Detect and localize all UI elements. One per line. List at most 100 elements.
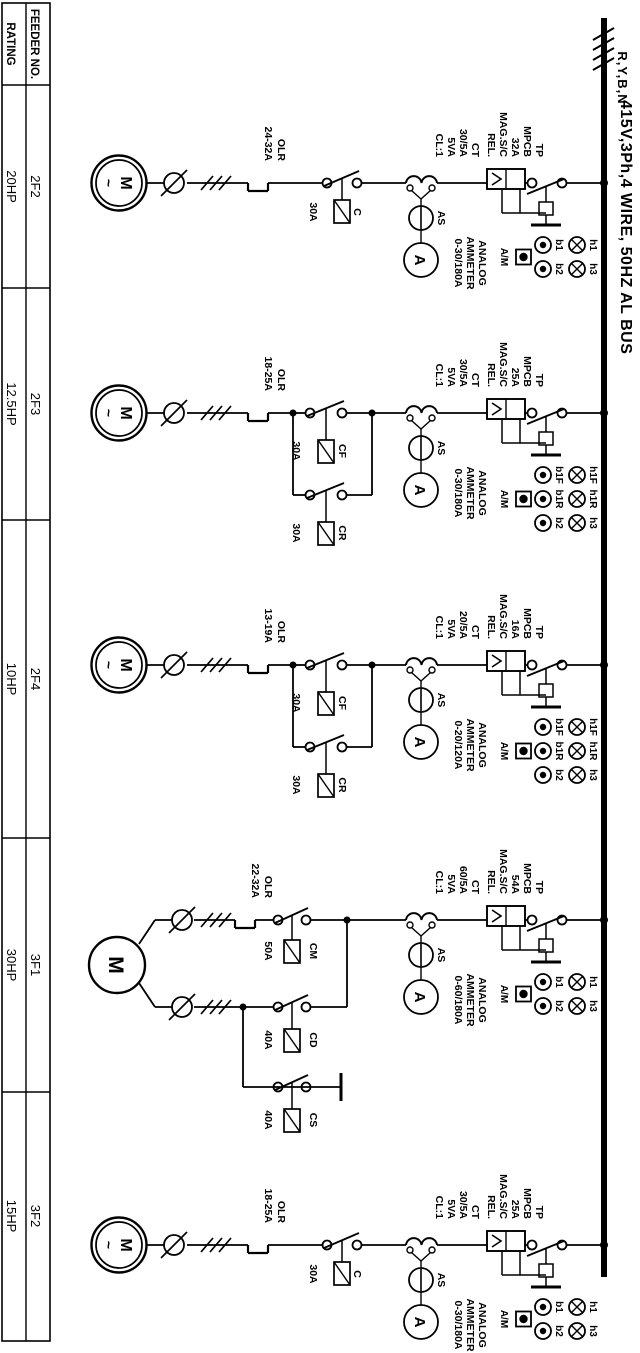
three-phase-slash [200,657,214,673]
mpcb-label: 54A [509,875,521,895]
mpcb-terminal [526,1239,538,1251]
lamp-label: h1 [587,239,598,251]
ct-icon [405,912,438,921]
pushbutton-label: b1F [553,718,564,736]
three-phase-slash [218,175,232,191]
pushbutton-icon [534,742,552,760]
three-phase-slash [209,912,223,928]
lamp-cross [571,469,583,481]
ct-secondary-wire [411,419,422,430]
incomer-hatch [592,47,615,61]
ammeter-label: ANALOG [476,1302,488,1348]
contactor-box-diagonal [283,1108,301,1133]
mpcb-label: TP [533,144,545,157]
contactor-box-diagonal [333,199,351,224]
indicator-lamp-icon [568,466,586,484]
olr-label: 18-25A [262,1189,274,1224]
pushbutton-dot [539,471,547,479]
motor-icon-inner [95,159,143,207]
contactor-terminal [300,1081,312,1093]
mpcb-label: MAG.S/C [497,1174,509,1219]
contactor-rating: 30A [307,1264,319,1284]
ammeter-letter: A [411,485,428,496]
motor-letter: M [104,956,127,974]
lamp-cross [571,1325,583,1337]
ct-secondary-wire [411,189,422,200]
pushbutton-label: b1R [553,742,564,762]
bus-label: 415V,3Ph,4 WIRE, 50HZ AL BUS [617,100,634,354]
ammeter-icon [403,979,439,1015]
lamp-label: h1R [587,490,598,510]
contactor-rating: 30A [290,523,302,543]
pushbutton-dot [539,978,547,986]
pushbutton-dot [539,495,547,503]
pushbutton-icon [534,973,552,991]
three-phase-slash [200,175,214,191]
three-phase-slash [200,1237,214,1253]
mpcb-release-icon [491,1234,503,1248]
motor-lead [138,919,156,945]
table-feeder-rating: 10HP [4,663,19,696]
ct-icon [405,657,438,666]
mpcb-label: MAG.S/C [497,849,509,894]
three-phase-slash [209,175,223,191]
ammeter-label: 0-30/180A [452,1300,464,1349]
contactor-box-diagonal [283,1028,301,1053]
mpcb-label: TP [533,1206,545,1219]
mpcb-label: 16A [509,620,521,640]
three-phase-slash [209,405,223,421]
switch-blade [306,734,345,751]
pushbutton-dot [539,771,547,779]
contactor-rating: 50A [262,941,274,961]
three-phase-slash [218,657,232,673]
table-feeder-no: 3F1 [28,954,43,976]
ct-label: 20/5A [457,611,469,639]
motor-icon [87,935,147,995]
three-phase-slash [209,657,223,673]
ct-terminal [428,414,436,422]
pushbutton-label: b1R [553,490,564,510]
switch-blade [306,400,345,417]
indicator-lamp-icon [568,718,586,736]
pushbutton-dot [539,519,547,527]
table-feeder-rating: 15HP [4,1200,19,1233]
ct-label: CT [469,1205,481,1220]
ct-secondary-wire [420,419,431,430]
contactor-box-diagonal [317,691,335,716]
lamp-cross [571,976,583,988]
switch-blade [274,1074,309,1091]
mpcb-label: MAG.S/C [497,342,509,387]
contactor-rating: 40A [262,1110,274,1130]
pushbutton-icon [534,466,552,484]
pushbutton-icon [534,1298,552,1316]
switch-blade [323,1232,360,1249]
three-phase-slash [218,405,232,421]
contactor-terminal [336,659,348,671]
pushbutton-icon [534,236,552,254]
motor-letter: M [117,658,134,671]
switch-blade [274,994,309,1011]
ammeter-label: AMMETER [464,718,476,771]
motor-icon-inner [95,389,143,437]
lamp-label: h3 [587,1325,598,1337]
incomer-hatch [592,37,615,51]
mpcb-label: REL. [485,363,497,387]
lamp-cross [571,721,583,733]
contactor-name: C [351,208,363,216]
pushbutton-icon [534,260,552,278]
motor-icon [90,384,148,442]
ammeter-icon [403,242,439,278]
contactor-box-diagonal [333,1261,351,1286]
indicator-lamp-icon [568,490,586,508]
ct-label: CT [469,625,481,640]
indicator-lamp-icon [568,742,586,760]
motor-icon-inner [95,1221,143,1269]
pushbutton-label: b1 [553,976,564,988]
as-label: AS [435,693,447,708]
pushbutton-dot [539,1303,547,1311]
ammeter-label: ANALOG [476,722,488,768]
motor-tilde: ~ [101,179,117,187]
contactor-terminal [300,914,312,926]
indicator-lamp-icon [568,766,586,784]
as-label: AS [435,948,447,963]
